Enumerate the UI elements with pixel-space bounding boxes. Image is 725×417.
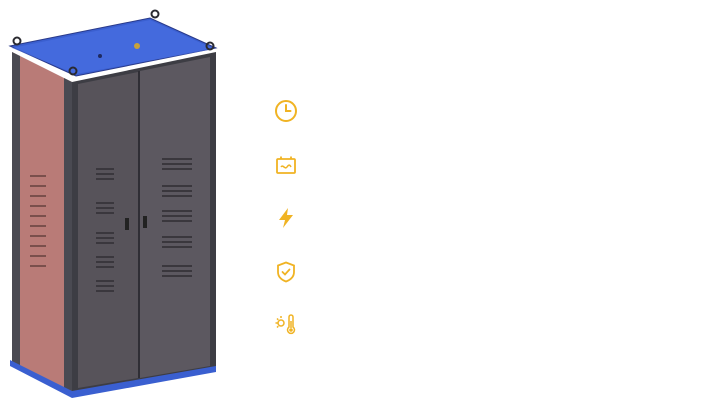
lightning-icon (279, 208, 293, 228)
battery-cabinet-illustration (8, 9, 218, 398)
cabinet-left-door (78, 72, 138, 388)
cabinet-base (10, 360, 216, 398)
door-handle-right (143, 216, 147, 228)
feature-item-lightning (272, 204, 300, 232)
side-vents (30, 175, 46, 267)
feature-item-shield (272, 258, 300, 286)
door-handle-left (125, 218, 129, 230)
feature-item-battery-monitor (272, 151, 300, 179)
battery-monitor-icon (276, 156, 296, 174)
shield-check-icon (277, 261, 295, 283)
feature-item-clock (272, 97, 300, 125)
temperature-sun-icon (275, 314, 296, 335)
clock-icon (275, 100, 297, 122)
door-vents (96, 158, 192, 292)
feature-item-temperature (272, 311, 300, 339)
lifting-eye-icons (12, 9, 215, 76)
cabinet-side-panel (12, 52, 72, 393)
cabinet-right-door (140, 57, 210, 378)
